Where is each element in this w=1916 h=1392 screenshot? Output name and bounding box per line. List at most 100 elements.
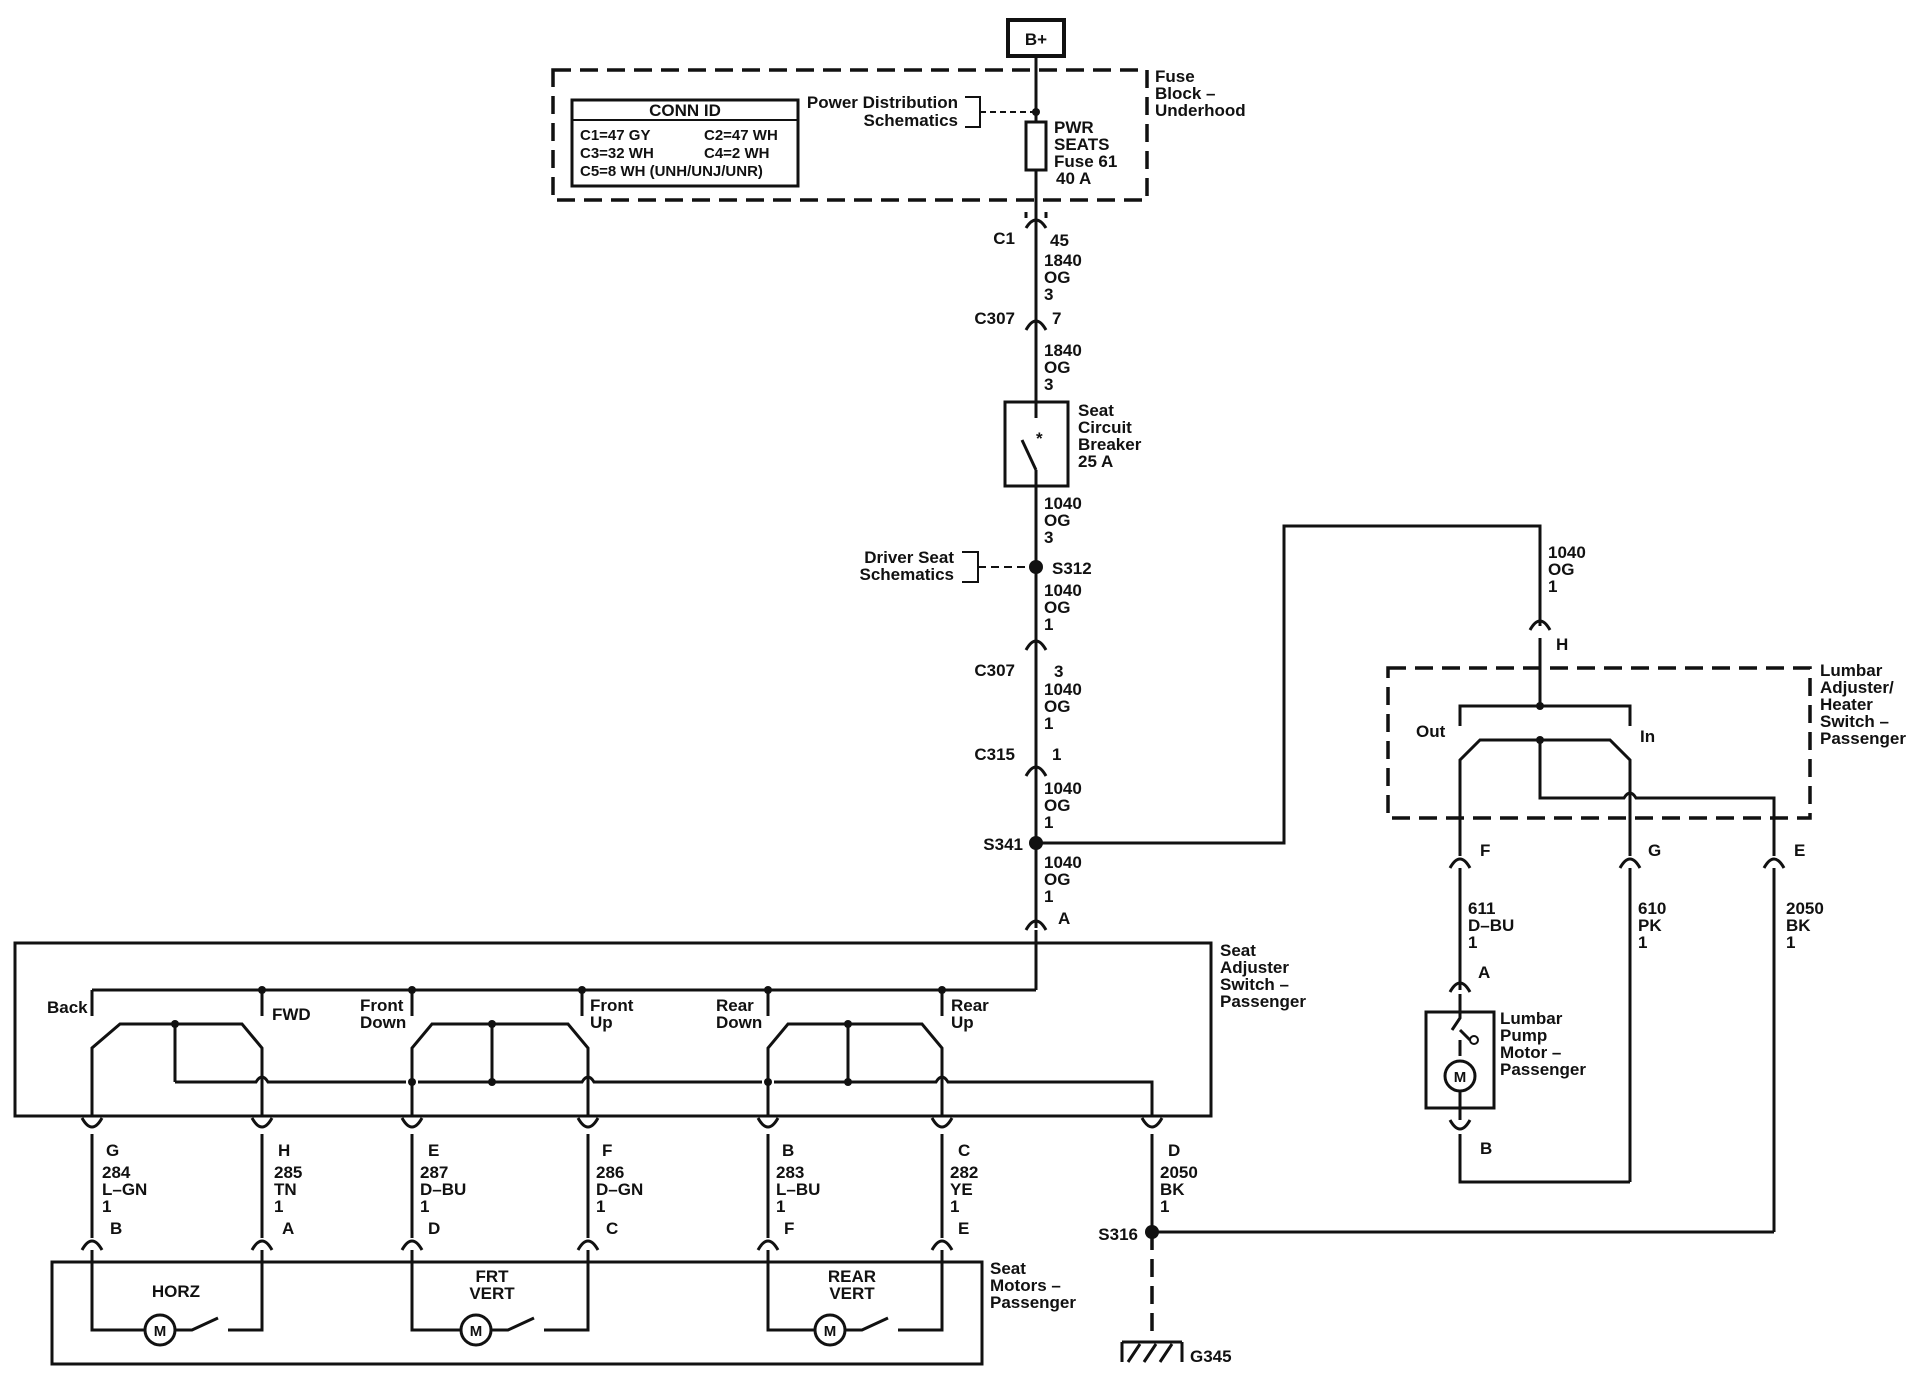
motor-name: REAR [828,1267,876,1286]
conn-id-cell: C3=32 WH [580,145,654,162]
lumbar-motor-title: Motor – [1500,1043,1561,1062]
seat-adjuster-switch: Seat Adjuster Switch – Passenger Back FW… [13,930,1306,1118]
harness-circuit: 285 [274,1163,302,1182]
lumbar-wire-gauge: 1 [1468,933,1477,952]
harness-wire-287: E 287 D–BU 1 D [400,1117,466,1251]
switch-label-fwd: FWD [272,1005,311,1024]
lumbar-motor-title: Lumbar [1500,1009,1563,1028]
conn-id-cell: C4=2 WH [704,145,769,162]
harness-motor-pin: B [110,1219,122,1238]
switch-title: Switch – [1220,975,1289,994]
lumbar-motor-title: Pump [1500,1026,1547,1045]
motor-symbol: M [824,1323,837,1340]
wire-label: 1 [1044,615,1053,634]
connector-switch-a-symbol [1024,919,1048,931]
fuse-block-underhood: Fuse Block – Underhood CONN ID C1=47 GY … [551,67,1246,202]
connector-c1-symbol [1024,212,1048,218]
reference-bracket [962,551,979,583]
splice-s316-label: S316 [1098,1225,1138,1244]
harness-circuit: 286 [596,1163,624,1182]
lumbar-wire-circuit: 2050 [1786,899,1824,918]
connector-c307-label: C307 [974,661,1015,680]
harness-gauge: 1 [274,1197,283,1216]
wire-label: OG [1548,560,1574,579]
lumbar-wire-gauge: 1 [1786,933,1795,952]
wire-label: 1 [1044,813,1053,832]
switch-label-front-down: Down [360,1013,406,1032]
power-distribution-ref: Power Distribution [807,93,958,112]
lumbar-wire-gauge: 1 [1638,933,1647,952]
motor-symbol: M [154,1323,167,1340]
ground-circuit: 2050 [1160,1163,1198,1182]
seat-motors-title: Passenger [990,1293,1076,1312]
connector-c307-symbol [1024,639,1048,651]
driver-seat-ref: Schematics [860,565,955,584]
switch-title: Passenger [1220,992,1306,1011]
switch-label-back: Back [47,998,88,1017]
lumbar-wire-color: BK [1786,916,1811,935]
harness-circuit: 283 [776,1163,804,1182]
switch-label-front-up: Up [590,1013,613,1032]
lumbar-wire-color: PK [1638,916,1662,935]
lumbar-adjuster-switch: Lumbar Adjuster/ Heater Switch – Passeng… [1386,638,1906,856]
connector-h-symbol [1528,619,1552,631]
motor-harness: G 284 L–GN 1 B H 285 TN 1 A E 287 D–BU 1… [80,1117,1774,1366]
harness-switch-pin: B [782,1141,794,1160]
conn-id-cell: C5=8 WH (UNH/UNJ/UNR) [580,163,763,180]
fuse-block-title-3: Underhood [1155,101,1246,120]
motor-frt-vert: M FRT VERT [410,1250,590,1347]
seat-motors-title: Seat [990,1259,1026,1278]
wire-label: 1040 [1548,543,1586,562]
wire-label: 1 [1548,577,1557,596]
lumbar-motor-pin-a: A [1478,963,1490,982]
fuse-label: SEATS [1054,135,1109,154]
motor-rear-vert: M REAR VERT [766,1250,944,1347]
driver-seat-ref: Driver Seat [864,548,954,567]
ground-color: BK [1160,1180,1185,1199]
harness-motor-pin: D [428,1219,440,1238]
lumbar-pump-motor: A M B Lumbar Pump Motor – Passenger [1424,963,1630,1184]
wire-label: 3 [1044,375,1053,394]
wire-label: 1 [1044,887,1053,906]
harness-color: D–GN [596,1180,643,1199]
motor-symbol: M [470,1323,483,1340]
conn-id-cell: C1=47 GY [580,127,650,144]
reference-bracket [965,96,981,128]
harness-wire-2050: D 2050 BK 1 S316 G345 [1098,1117,1774,1366]
connector-c1-symbol [1024,218,1048,229]
ground-switch-pin: D [1168,1141,1180,1160]
harness-switch-pin: C [958,1141,970,1160]
harness-wire-285: H 285 TN 1 A [250,1117,302,1251]
harness-wire-283: B 283 L–BU 1 F [756,1117,820,1251]
lumbar-switch-title: Switch – [1820,712,1889,731]
splice-s312 [1029,560,1043,574]
fuse-61-symbol [1024,120,1048,172]
connector-c315-label: C315 [974,745,1015,764]
conn-id-header: CONN ID [649,101,721,120]
breaker-label: Circuit [1078,418,1132,437]
motor-name: FRT [475,1267,509,1286]
wire-label: 3 [1044,528,1053,547]
connector-c1-label: C1 [993,229,1015,248]
lumbar-switch-title: Lumbar [1820,661,1883,680]
harness-wire-284: G 284 L–GN 1 B [80,1117,147,1251]
wire-label: OG [1044,598,1070,617]
connector-c307-pin: 7 [1052,309,1061,328]
harness-color: YE [950,1180,973,1199]
seat-motors-title: Motors – [990,1276,1061,1295]
wire-label: OG [1044,697,1070,716]
wire-label: 1040 [1044,779,1082,798]
motor-symbol: M [1454,1069,1467,1086]
switch-label-rear-down: Down [716,1013,762,1032]
wire-label: OG [1044,796,1070,815]
harness-motor-pin: A [282,1219,294,1238]
harness-switch-pin: H [278,1141,290,1160]
lumbar-wire-circuit: 611 [1468,899,1495,918]
switch-label-rear-down: Rear [716,996,754,1015]
main-feed-circuit: C1 45 1840 OG 3 C307 7 1840 OG 3 * Seat … [860,56,1142,931]
wire-label: 1040 [1044,680,1082,699]
harness-color: TN [274,1180,297,1199]
wire-label: 1840 [1044,251,1082,270]
wire-label: 3 [1044,285,1053,304]
lumbar-switch-title: Passenger [1820,729,1906,748]
